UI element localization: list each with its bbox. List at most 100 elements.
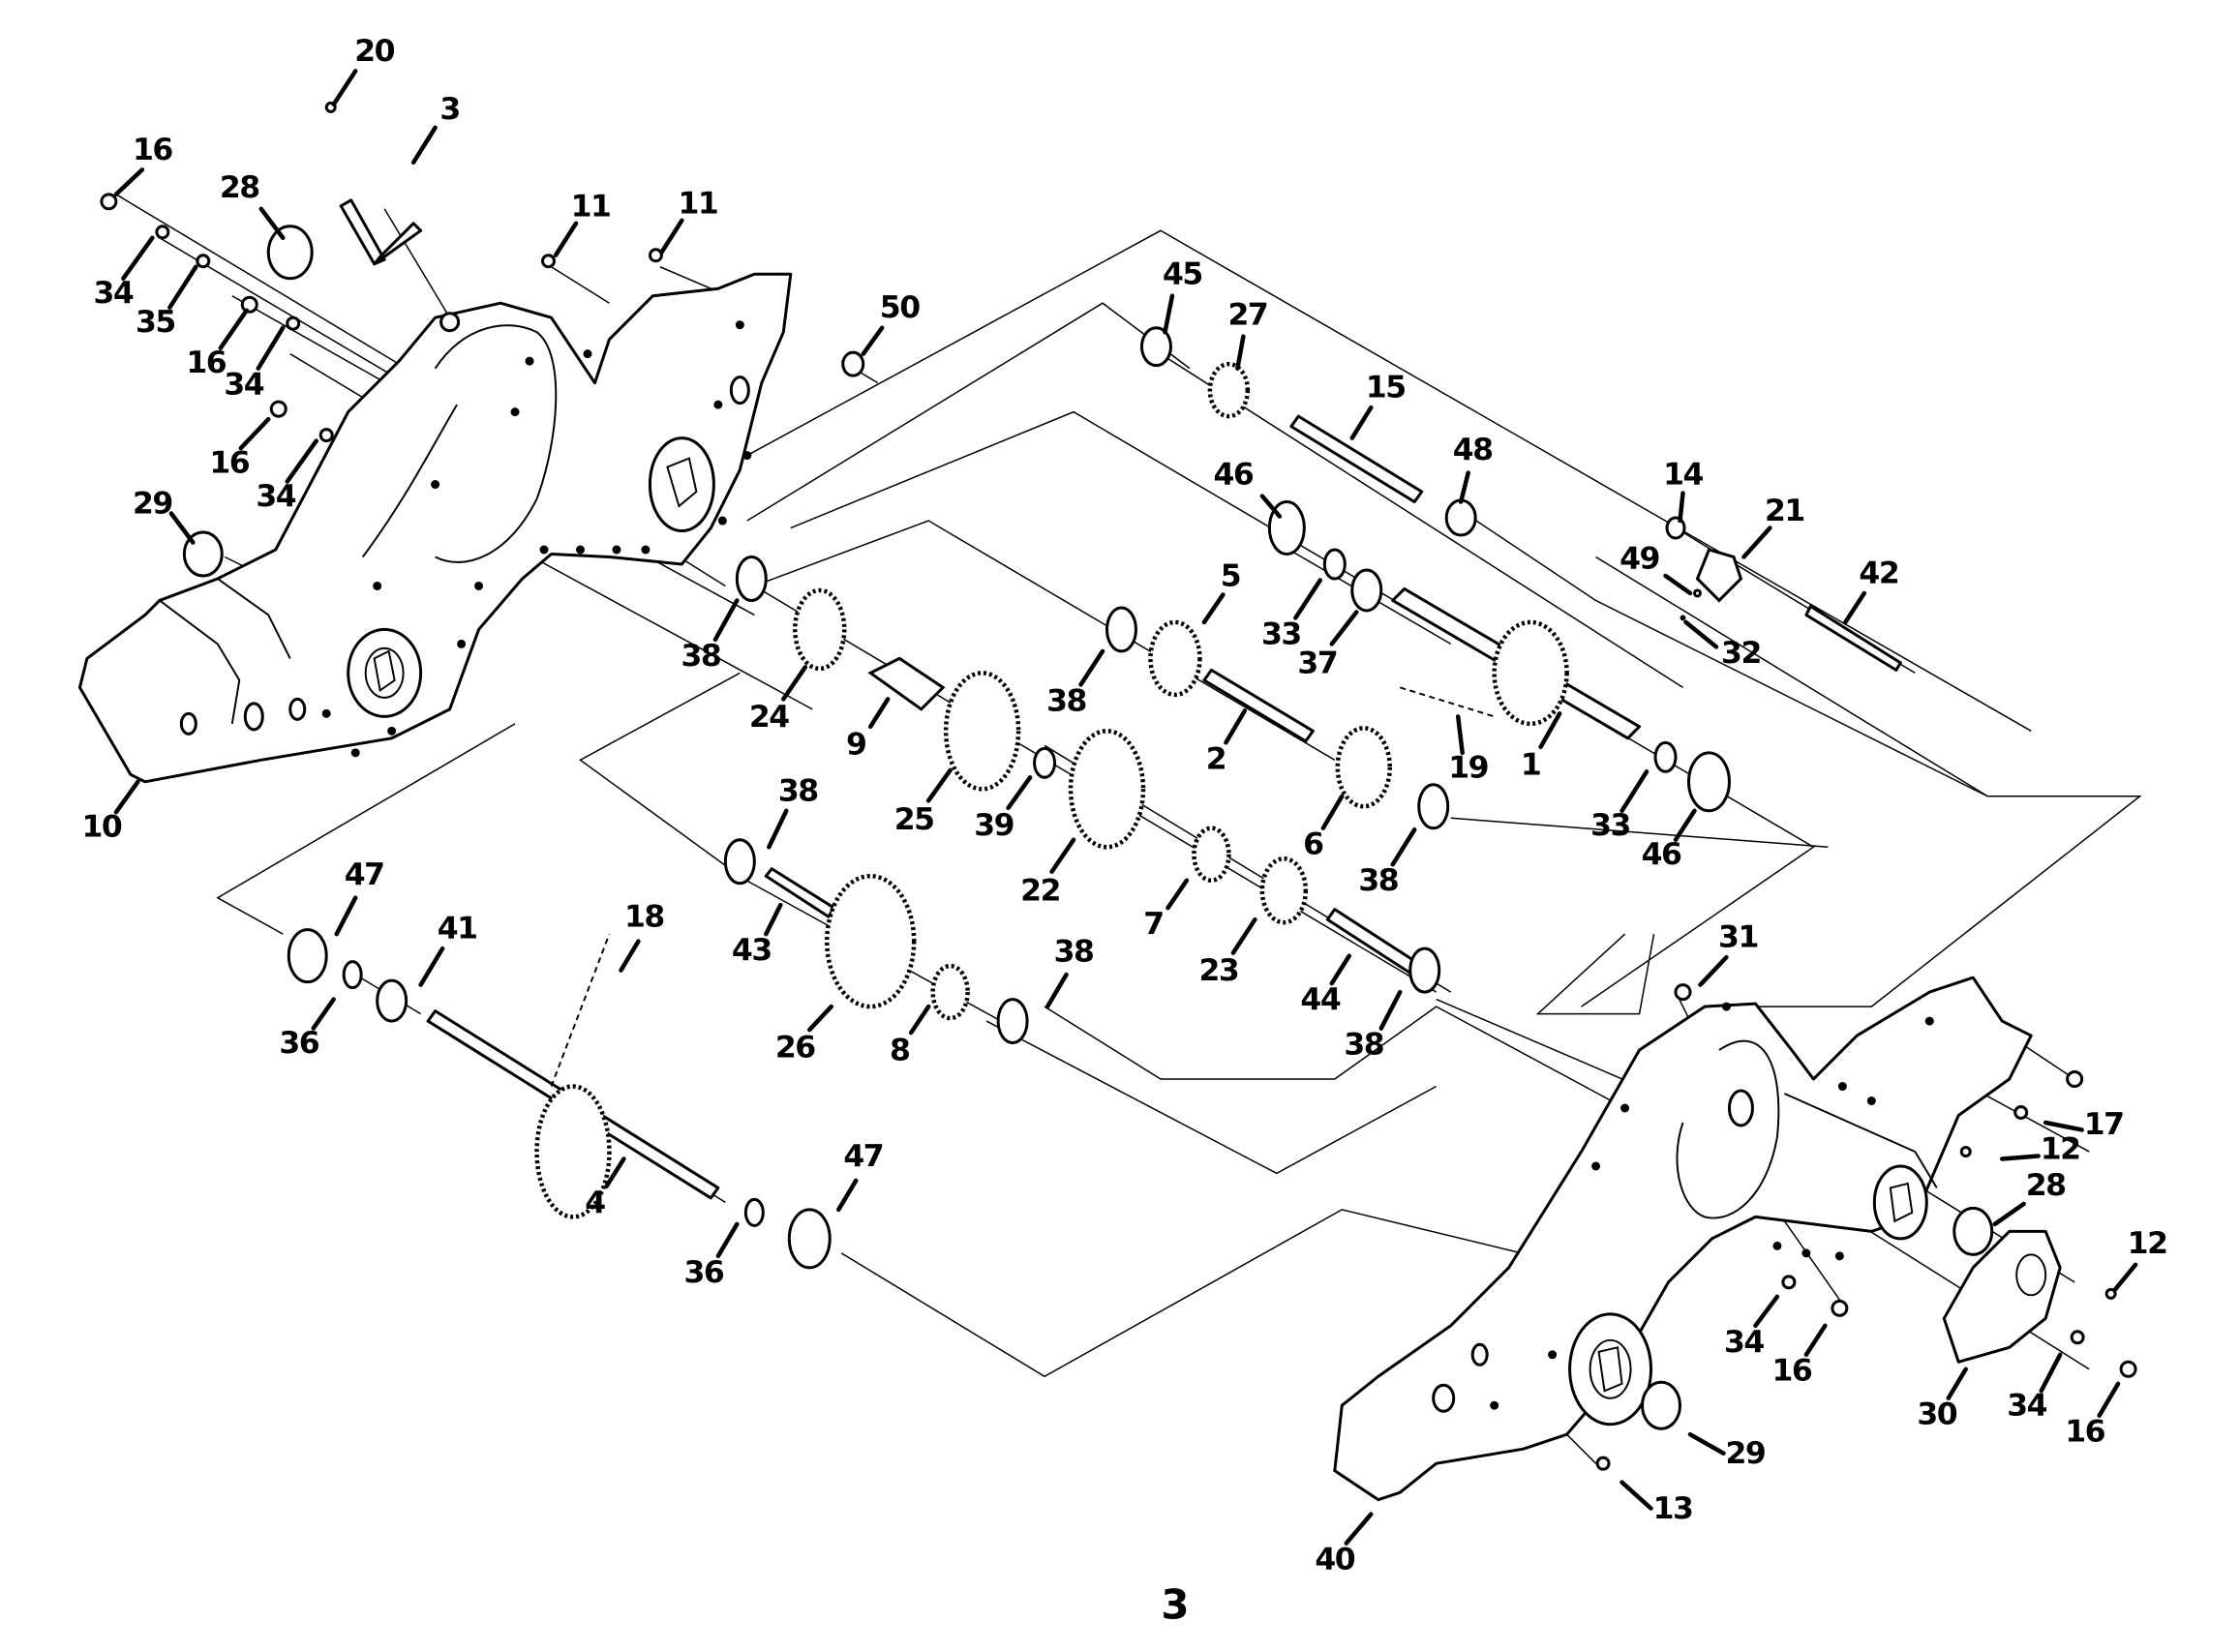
callout-33: 33 [1261,578,1323,651]
callout-34: 34 [256,438,318,514]
callout-label: 38 [1344,1028,1383,1063]
callout-label: 9 [846,727,865,762]
callout-50: 50 [861,290,922,356]
callout-label: 34 [94,276,134,311]
callout-leader-line [2043,1120,2084,1132]
callout-12: 12 [2112,1226,2168,1292]
callout-leader-line [418,946,445,987]
callout-34: 34 [94,235,155,311]
callout-28: 28 [1992,1168,2067,1227]
callout-label: 34 [224,368,263,403]
callout-47: 47 [836,1139,885,1213]
callout-label: 25 [894,802,934,837]
callout-leader-line [807,1004,834,1033]
callout-19: 19 [1448,714,1490,785]
callout-47: 47 [334,857,385,937]
callout-leader-line [167,264,198,310]
figure-number: 3 [1161,1581,1189,1629]
right-chain-case-housing [1333,976,2062,1502]
callout-label: 34 [2007,1389,2046,1424]
callout-label: 47 [843,1139,883,1174]
callout-23: 23 [1199,916,1257,988]
callout-label: 41 [438,912,477,946]
callout-6: 6 [1303,794,1345,862]
callout-label: 28 [220,170,259,205]
callout-17: 17 [2043,1107,2125,1142]
callout-label: 37 [1297,646,1337,680]
callout-leader-line [2097,1381,2121,1418]
callout-leader-line [1230,916,1257,955]
callout-label: 16 [1772,1354,1812,1389]
callout-leader-line [113,167,145,197]
callout-34: 34 [1724,1294,1780,1360]
callout-label: 7 [1143,907,1163,942]
callout-29: 29 [1687,1431,1767,1471]
callout-label: 3 [439,92,459,127]
callout-leader-line [238,416,271,451]
callout-38: 38 [1044,935,1095,1009]
callout-36: 36 [683,1221,740,1290]
callout-11: 11 [553,189,612,258]
callout-49: 49 [1619,541,1693,596]
callout-41: 41 [418,912,478,987]
callout-13: 13 [1619,1480,1694,1526]
callout-label: 34 [1724,1325,1764,1360]
hardware [100,101,2137,1471]
callout-38: 38 [767,773,819,850]
callout-label: 48 [1453,433,1493,467]
callout-leader-line [1344,1512,1374,1546]
callout-leader-line [218,308,250,350]
callout-39: 39 [974,775,1033,843]
callout-12: 12 [1999,1131,2081,1166]
callout-label: 18 [624,900,664,935]
callout-label: 14 [1663,458,1703,493]
callout-label: 24 [749,700,789,735]
callout-leader-line [1165,878,1190,911]
callout-38: 38 [1344,989,1403,1063]
callout-15: 15 [1349,371,1407,440]
callout-label: 47 [345,857,384,892]
callout-38: 38 [1046,648,1105,718]
callout-33: 33 [1590,769,1650,843]
callout-leader-line [1753,1294,1780,1329]
callout-label: 38 [1054,935,1094,970]
callout-20: 20 [331,34,396,107]
callout-label: 11 [571,189,611,224]
callout-7: 7 [1143,878,1190,942]
callout-9: 9 [846,697,891,762]
callout-leader-line [767,808,789,850]
callout-38: 38 [1358,826,1417,898]
callout-label: 32 [1721,636,1761,671]
callout-leader-line [1538,711,1562,750]
callout-leader-line [1687,1431,1726,1456]
callout-leader-line [764,902,783,937]
callout-35: 35 [136,264,198,340]
callout-label: 16 [133,133,172,167]
callout-label: 46 [1642,837,1681,872]
pin-3 [339,198,386,266]
callout-label: 20 [354,34,394,69]
callout-16: 16 [186,308,250,380]
callout-label: 43 [732,933,772,968]
callout-leader-line [1006,775,1033,811]
callout-leader-line [1349,405,1374,440]
callout-label: 38 [681,639,720,674]
callout-8: 8 [890,1004,931,1068]
callout-label: 29 [1726,1436,1766,1471]
shaft-15 [1289,414,1424,504]
callout-label: 30 [1917,1397,1956,1432]
callout-label: 36 [279,1026,318,1061]
callout-label: 13 [1653,1491,1693,1526]
callout-label: 34 [256,479,295,514]
callout-leader-line [1320,794,1345,830]
callout-leader-line [1390,826,1417,867]
callout-48: 48 [1453,433,1494,504]
callout-leader-line [285,438,318,484]
callout-16: 16 [2065,1381,2121,1450]
callout-29: 29 [133,487,196,545]
callout-label: 38 [1358,863,1398,898]
callout-label: 35 [136,305,175,340]
callout-label: 42 [1859,556,1898,590]
callout-leader-line [1678,491,1685,524]
callout-label: 39 [974,808,1014,843]
